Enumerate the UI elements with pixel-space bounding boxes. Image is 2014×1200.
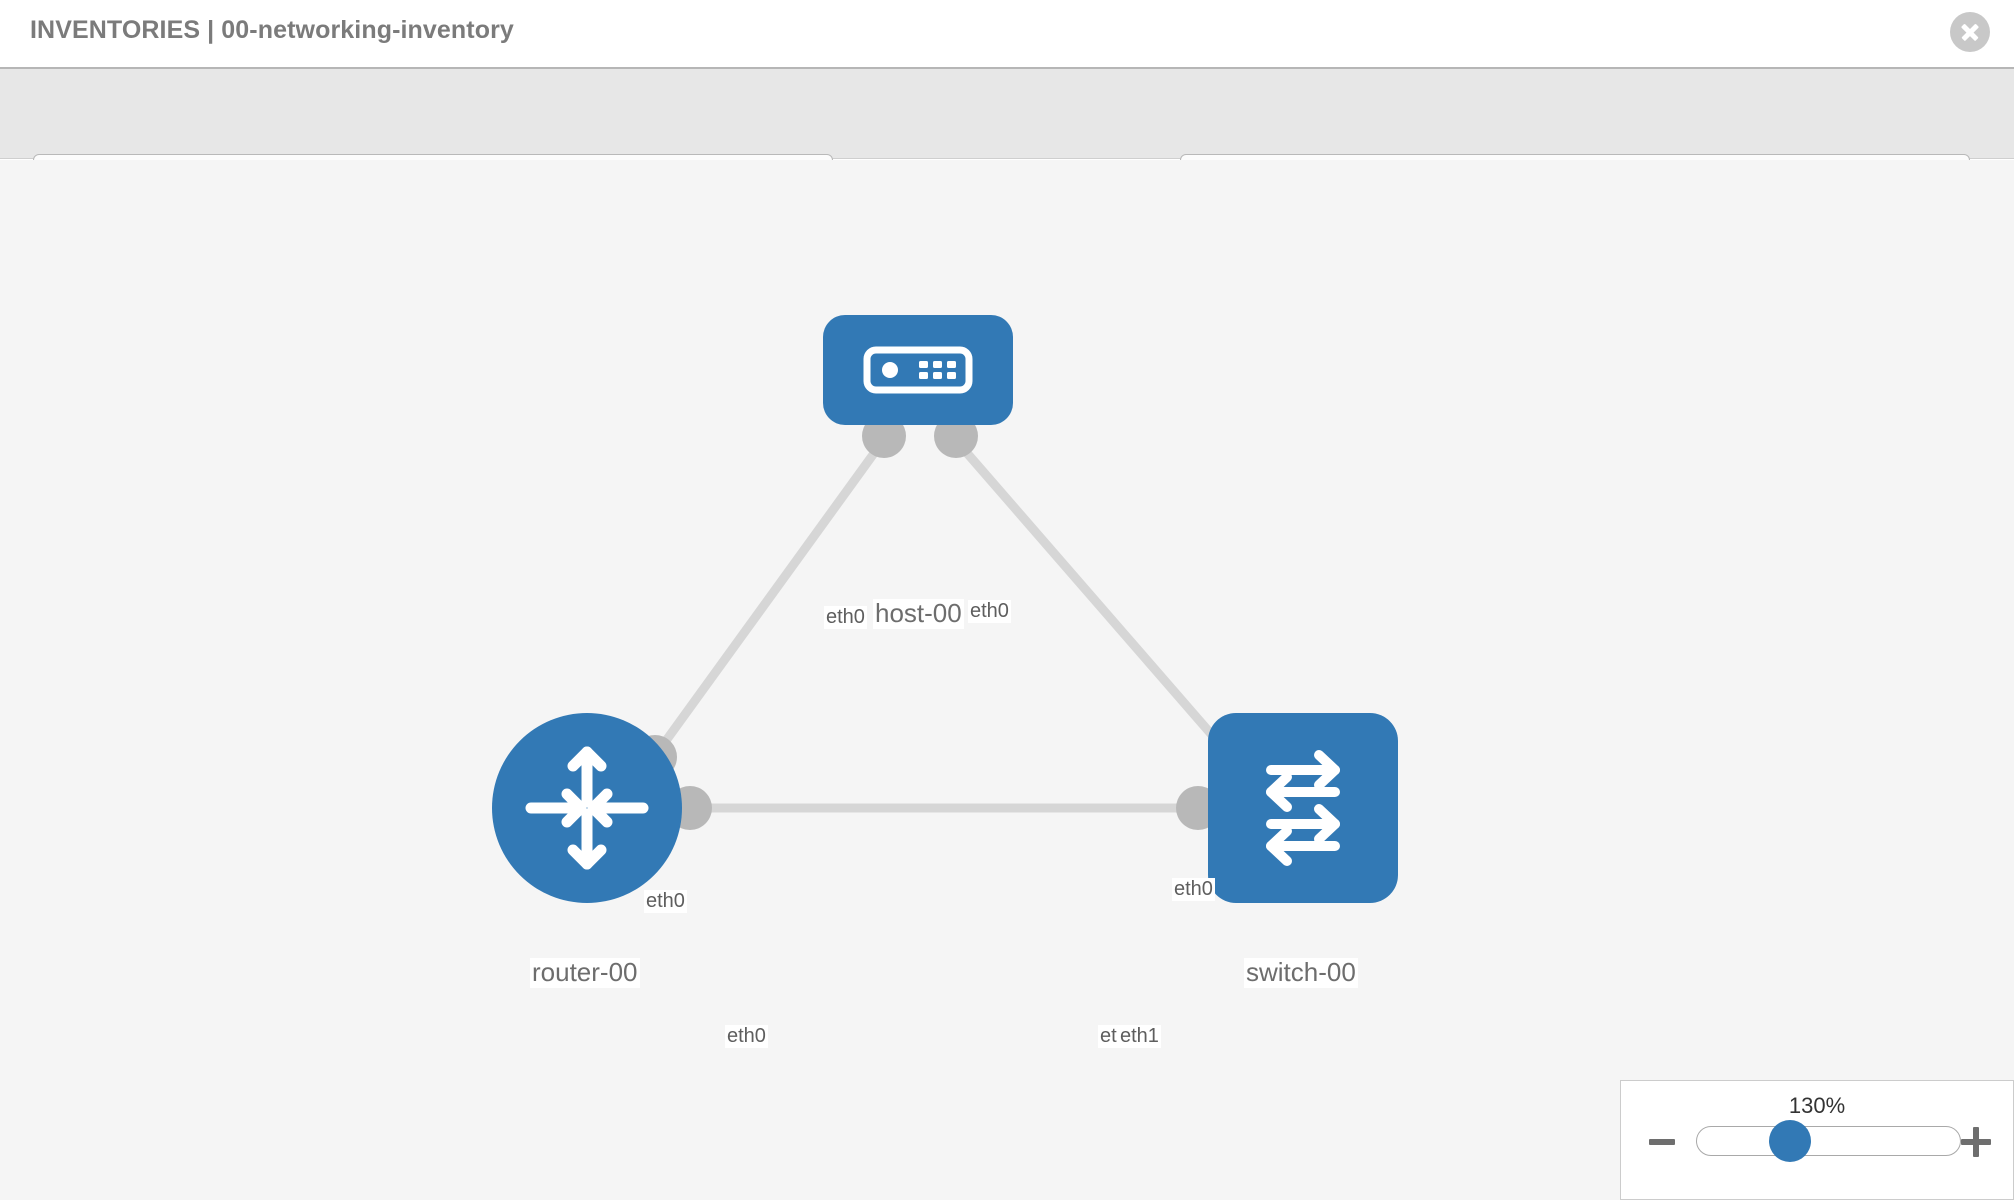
iface-label-switch-eth1[interactable]: eth1	[1118, 1025, 1161, 1048]
iface-label-host-eth0-left[interactable]: eth0	[824, 606, 867, 629]
topology-node-host-00[interactable]: host-00	[823, 315, 1013, 629]
port-host-right	[934, 414, 978, 458]
page-title: INVENTORIES | 00-networking-inventory	[30, 16, 514, 44]
topology-node-label-switch-00: switch-00	[1244, 957, 1358, 988]
topology-node-switch-00[interactable]: switch-00	[1208, 713, 1398, 988]
toolbar: ACTIONS SEARCH	[0, 69, 2014, 207]
iface-label-switch-eth0-up[interactable]: eth0	[1172, 878, 1215, 901]
zoom-out-button[interactable]	[1649, 1139, 1675, 1145]
link-host-router	[647, 440, 885, 765]
iface-label-router-eth0-right[interactable]: eth0	[725, 1025, 768, 1048]
zoom-in-button[interactable]	[1961, 1127, 1991, 1157]
link-host-switch	[955, 440, 1243, 770]
host-node-shape	[823, 315, 1013, 425]
close-icon[interactable]	[1950, 12, 1990, 52]
plus-icon-horizontal	[1961, 1139, 1991, 1145]
iface-label-router-eth0-up[interactable]: eth0	[644, 890, 687, 913]
switch-node-shape	[1208, 713, 1398, 903]
iface-label-host-eth0-right[interactable]: eth0	[968, 600, 1011, 623]
switch-arrows-icon	[1266, 750, 1340, 866]
port-host-left	[862, 414, 906, 458]
topology-node-label-host-00: host-00	[873, 598, 964, 629]
server-icon	[863, 346, 973, 394]
zoom-control-panel: 130%	[1620, 1080, 2014, 1200]
topology-canvas[interactable]: host-00	[0, 160, 2014, 1200]
router-node-shape	[492, 713, 682, 903]
topology-node-router-00[interactable]: router-00	[492, 713, 682, 988]
topology-node-label-router-00: router-00	[530, 957, 640, 988]
zoom-slider-track[interactable]	[1696, 1126, 1961, 1156]
zoom-level-value: 130%	[1788, 1093, 1846, 1118]
zoom-slider-handle[interactable]	[1769, 1120, 1811, 1162]
header-bar: INVENTORIES | 00-networking-inventory	[0, 0, 2014, 69]
router-arrows-icon	[525, 746, 649, 870]
